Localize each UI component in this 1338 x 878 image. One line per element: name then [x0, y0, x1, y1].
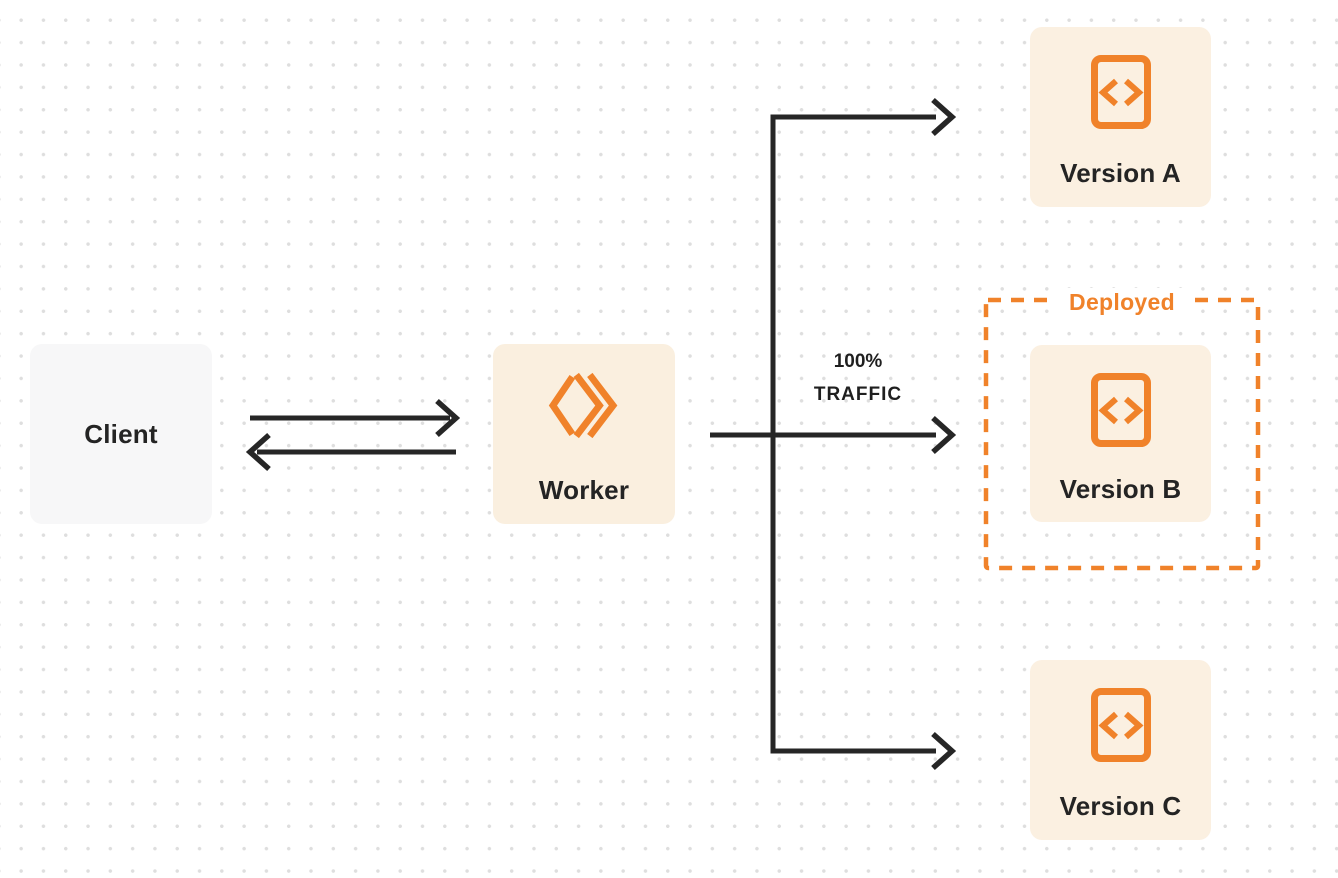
- deployed-dashed-border: [983, 297, 1261, 571]
- version-b-label: Version B: [1059, 474, 1182, 504]
- version-a-node: Version A: [1030, 27, 1211, 207]
- arrowhead-icon: [245, 432, 271, 472]
- code-file-icon: [1090, 55, 1151, 129]
- traffic-arrow: [710, 415, 957, 455]
- arrowhead-icon: [931, 415, 957, 455]
- response-arrow: [245, 432, 456, 472]
- client-node: Client: [30, 344, 212, 524]
- worker-label: Worker: [538, 475, 630, 505]
- worker-node: Worker: [493, 344, 675, 524]
- traffic-label: 100% TRAFFIC: [780, 351, 936, 406]
- version-c-node: Version C: [1030, 660, 1211, 840]
- request-arrow: [250, 398, 461, 438]
- client-label: Client: [84, 419, 158, 449]
- code-file-icon: [1090, 373, 1151, 447]
- code-file-icon: [1090, 688, 1151, 762]
- arrowhead-icon: [435, 398, 461, 438]
- version-a-label: Version A: [1060, 158, 1181, 188]
- cloudflare-workers-icon: [548, 372, 618, 439]
- version-c-label: Version C: [1059, 791, 1182, 821]
- deployed-label: Deployed: [986, 287, 1258, 317]
- arrowhead-icon: [931, 97, 957, 137]
- deployed-label-text: Deployed: [1057, 288, 1187, 316]
- version-b-node: Version B: [1030, 345, 1211, 522]
- traffic-percent: 100%: [833, 351, 883, 372]
- arrowhead-icon: [931, 731, 957, 771]
- traffic-word: TRAFFIC: [813, 384, 903, 405]
